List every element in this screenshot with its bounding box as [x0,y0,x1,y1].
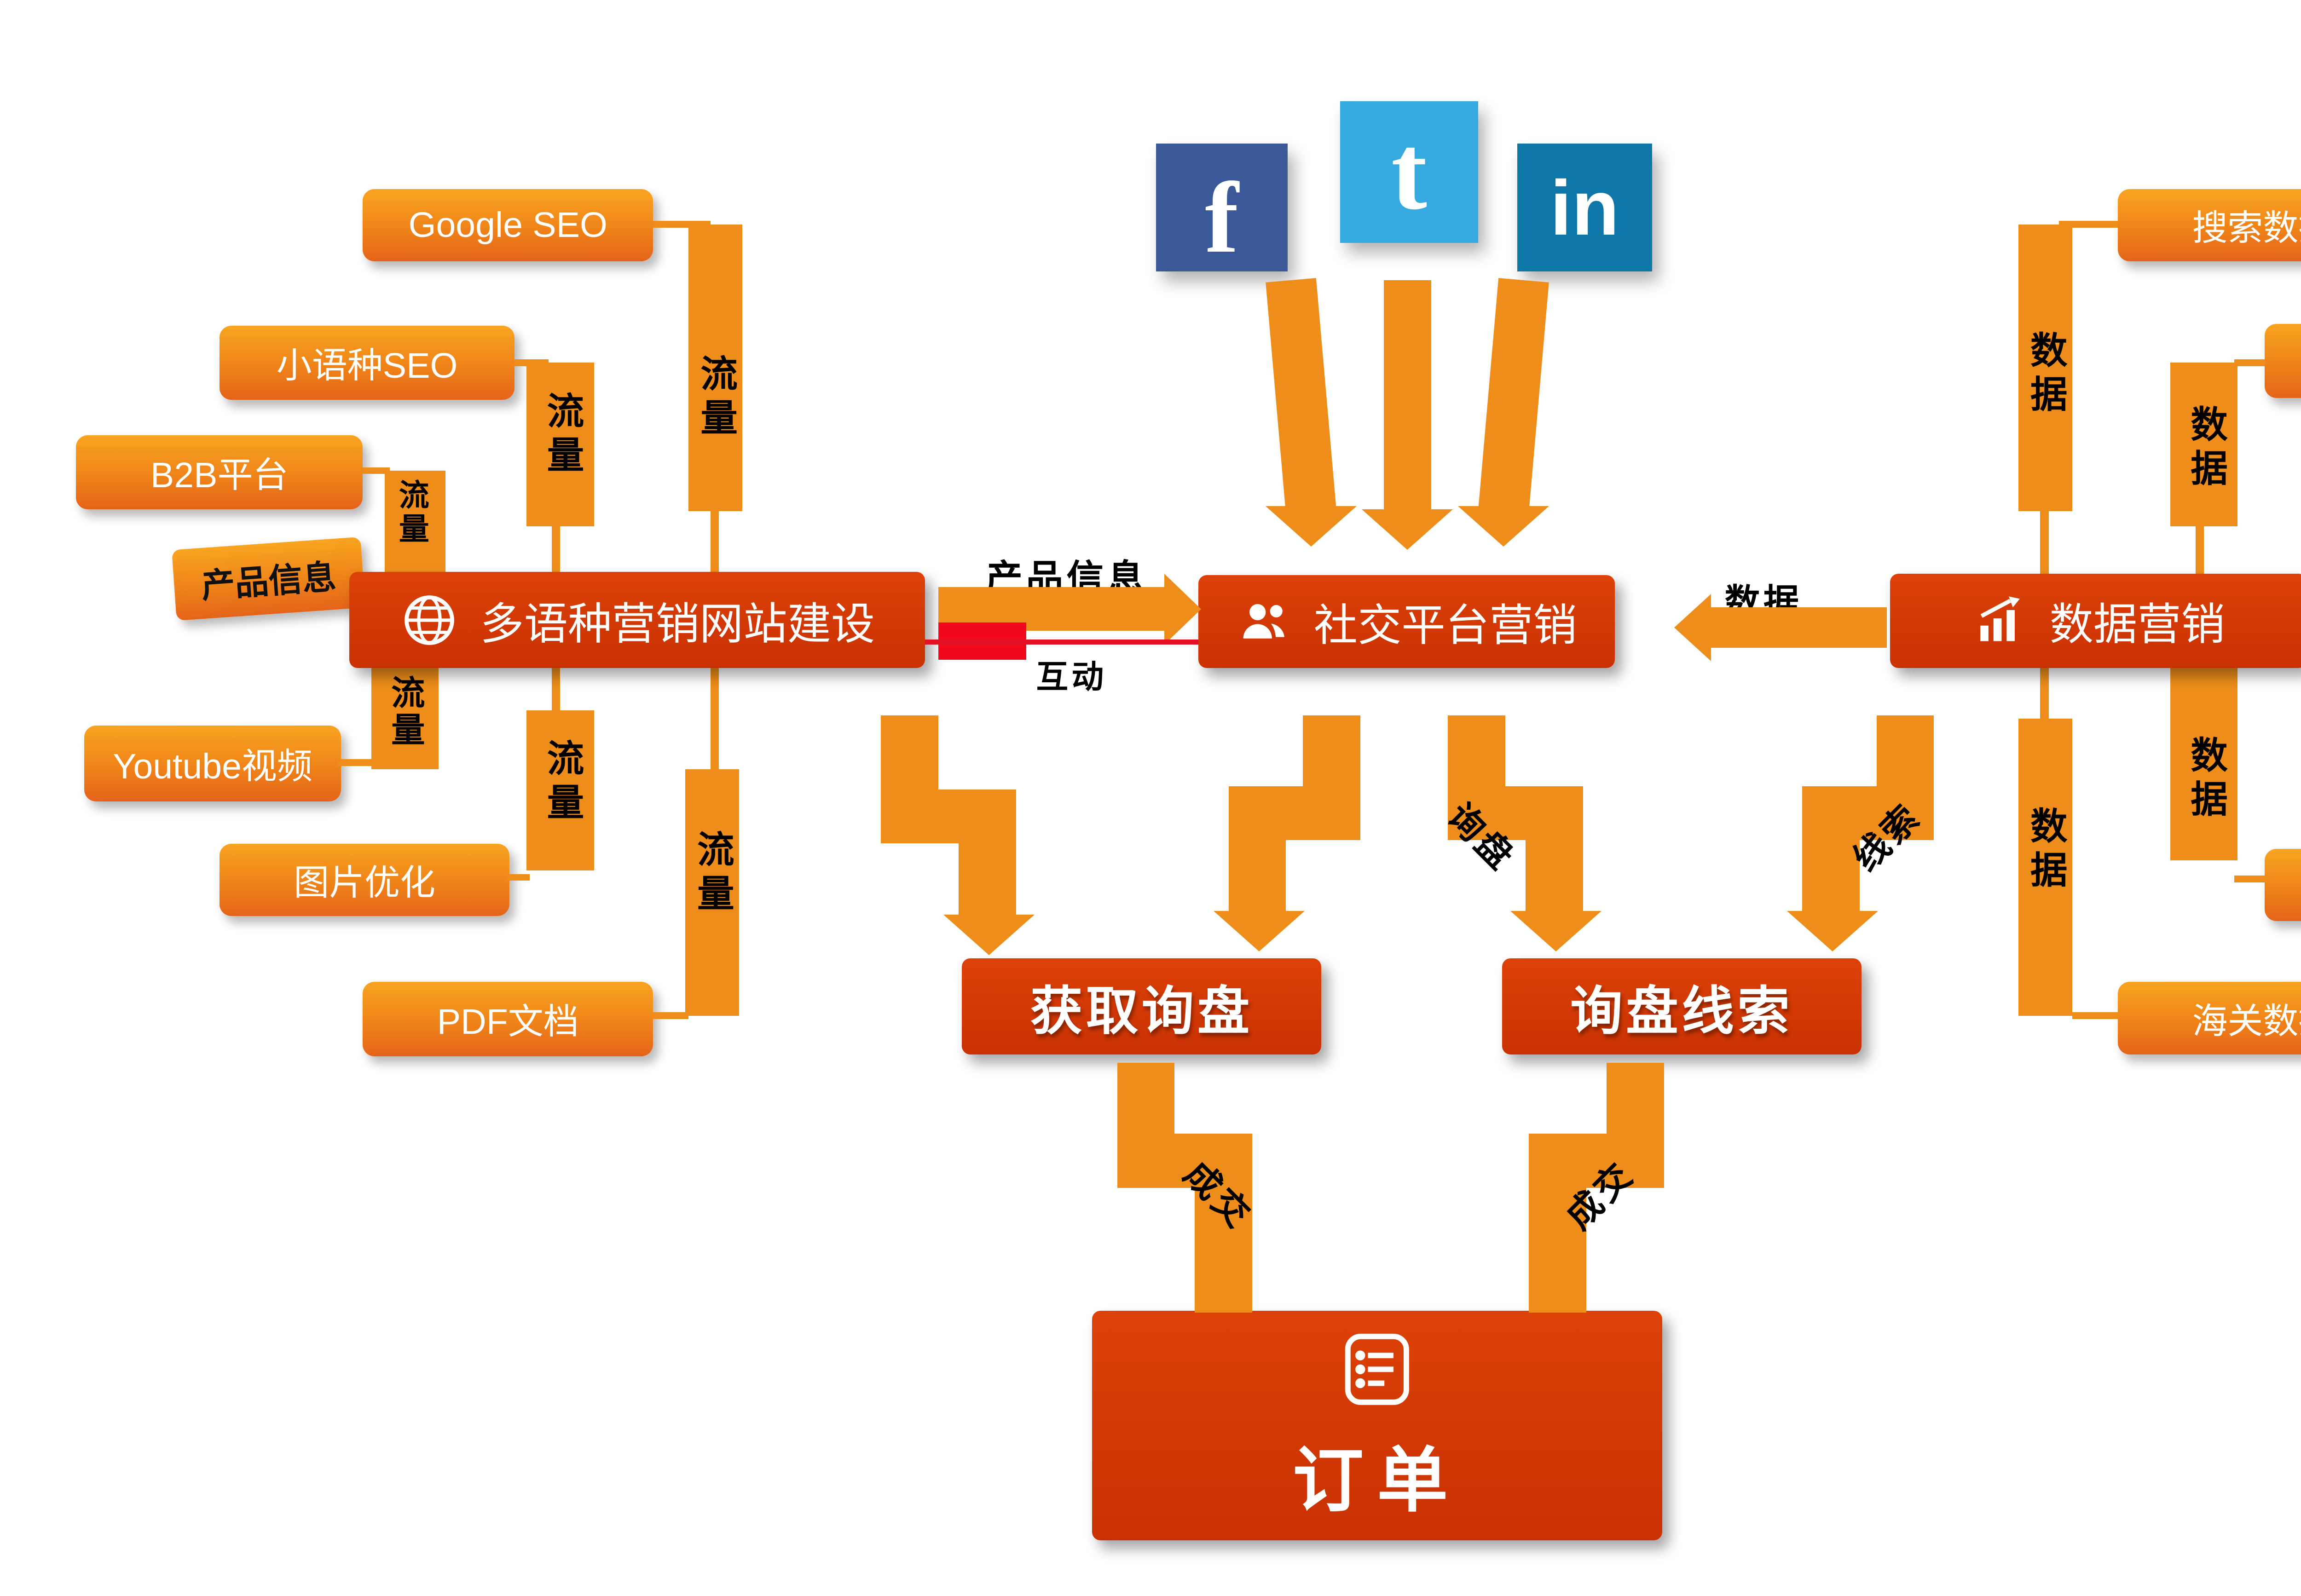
line-search-data [2058,221,2118,228]
step-social-inquiry-3 [1228,786,1286,915]
step-leads-order-3 [1529,1134,1586,1313]
arrow-facebook-icon [1266,506,1357,547]
connector-minor-seo [526,363,594,527]
label-search-data-text: 搜索数据 [2192,208,2301,248]
line-pdf [653,1012,689,1019]
line-youtube [337,759,375,766]
flow-label-data-2: 数据 [2185,405,2227,493]
order-list-icon [1333,1325,1421,1413]
arrow-website-to-social [1164,573,1201,645]
line-google-seo-down [710,511,719,572]
line-exhibition [2234,876,2268,882]
flow-label-traffic-4: 流量 [386,674,424,749]
label-youtube-video: Youtube视频 [84,725,341,801]
flow-label-traffic-6: 流量 [691,830,733,918]
node-get-inquiry-text: 获取询盘 [1030,982,1253,1041]
connector-twitter-to-social [1383,280,1431,517]
label-minor-language-seo-text: 小语种SEO [276,346,458,386]
connector-customs [2018,719,2073,1016]
node-inquiry-leads-text: 询盘线索 [1570,982,1793,1041]
connector-exhibition [2170,668,2238,861]
twitter-glyph: t [1391,112,1428,232]
arrow-data-leads [1787,911,1879,952]
node-website-building-text: 多语种营销网站建设 [480,599,875,649]
connector-social-data [2170,363,2238,527]
step-website-inquiry-3 [958,789,1016,918]
line-minor-seo-down [552,526,561,572]
connector-linkedin-to-social [1478,277,1549,514]
arrow-social-leads [1510,911,1601,952]
node-get-inquiry: 获取询盘 [962,958,1322,1054]
flow-label-data-1: 数据 [2024,330,2066,419]
node-data-marketing: 数据营销 [1890,573,2301,668]
flow-label-traffic-3: 流量 [394,479,429,547]
twitter-icon: t [1340,101,1479,243]
step-inquiry-order-3 [1195,1134,1252,1313]
step-data-leads-3 [1802,786,1860,915]
step-social-leads-3 [1525,786,1583,915]
label-google-seo-text: Google SEO [408,205,607,245]
arrow-linkedin-icon [1458,506,1549,547]
connector-pdf [685,769,740,1016]
arrow-social-inquiry [1213,911,1305,952]
flow-label-traffic-2: 流量 [541,391,583,479]
flow-label-data-4: 数据 [2185,735,2227,824]
facebook-icon: f [1156,143,1288,274]
node-social-marketing: 社交平台营销 [1198,575,1615,668]
label-pdf-document-text: PDF文档 [437,1002,579,1042]
globe-icon [399,590,460,651]
connector-social-to-website-line [925,639,1198,645]
line-image-opt [506,874,530,881]
label-social-data: 社交数据 [2265,324,2301,398]
node-data-marketing-text: 数据营销 [2049,600,2225,650]
line-pdf-up [710,668,719,770]
connector-b2b [385,471,446,572]
arrow-website-inquiry [943,914,1035,955]
label-product-info: 产品信息 [171,536,365,621]
flow-label-traffic-5: 流量 [541,739,583,827]
label-exhibition-data: 展会数据 [2265,848,2301,922]
label-search-data: 搜索数据 [2118,189,2301,262]
line-b2b [363,467,390,474]
label-youtube-video-text: Youtube视频 [113,746,312,786]
facebook-glyph: f [1205,161,1239,274]
node-order: 订单 [1092,1311,1662,1540]
flow-label-traffic-1: 流量 [695,354,737,442]
label-b2b-platform-text: B2B平台 [150,455,289,496]
line-search-data-down [2040,511,2049,574]
node-social-marketing-text: 社交平台营销 [1313,601,1577,651]
linkedin-icon: in [1517,143,1652,272]
label-image-optimization-text: 图片优化 [294,863,436,903]
label-b2b-platform: B2B平台 [76,435,363,510]
line-image-opt-up [552,668,561,710]
arrow-twitter-icon [1362,509,1453,550]
connector-image-opt [526,710,594,871]
connector-data-to-social [1711,607,1887,648]
linkedin-glyph: in [1550,164,1619,251]
label-google-seo: Google SEO [363,189,653,262]
label-customs-data-text: 海关数据 [2192,1001,2301,1041]
line-customs [2072,1012,2120,1019]
arrow-data-to-social [1674,593,1711,661]
flow-label-interaction: 互动 [1036,659,1107,695]
connector-search-data [2018,224,2073,512]
node-website-building: 多语种营销网站建设 [349,572,925,668]
line-customs-up [2040,668,2049,719]
label-minor-language-seo: 小语种SEO [219,325,515,400]
flow-label-data-3: 数据 [2024,806,2066,894]
node-order-text: 订单 [1292,1441,1462,1521]
connector-google-seo [688,224,743,512]
connector-facebook-to-social [1266,277,1337,514]
line-social-data [2234,359,2265,366]
people-icon [1236,593,1294,651]
connector-youtube [371,668,439,770]
label-image-optimization: 图片优化 [219,843,510,916]
line-social-data-down [2195,526,2204,574]
node-inquiry-leads: 询盘线索 [1502,958,1862,1054]
bar-chart-icon [1972,592,2029,650]
label-customs-data: 海关数据 [2118,982,2301,1054]
label-product-info-text: 产品信息 [200,558,337,605]
label-pdf-document: PDF文档 [363,982,653,1056]
